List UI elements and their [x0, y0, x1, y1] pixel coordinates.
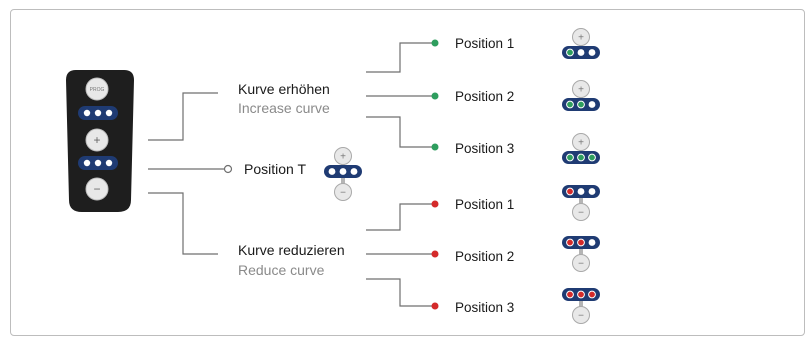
remote-led-top-3: [105, 109, 113, 117]
reduce-position-1-label: Position 1: [455, 197, 515, 212]
reduce-icon-2-minus-button: [572, 254, 590, 272]
reduce-icon-3-led-2: [577, 290, 585, 299]
reduce-icon-2-led-1: [566, 238, 574, 247]
increase-icon-3-led-2: [577, 153, 585, 162]
prog-button: [85, 77, 109, 101]
reduce-icon-2: −: [562, 236, 600, 272]
increase-icon-3-plus-button: [572, 133, 590, 151]
position-t-marker: [223, 164, 233, 174]
reduce-icon-2-led-2: [577, 238, 585, 247]
position-t-icon-led-2: [339, 168, 347, 175]
reduce-icon-3-led-1: [566, 290, 574, 299]
remote-plus-button: [85, 128, 109, 152]
connector-increase-pos3: [366, 116, 433, 148]
reduce-icon-3-stem-bottom: [579, 300, 583, 308]
increase-title-en: Increase curve: [238, 100, 330, 116]
remote-plus-symbol: +: [93, 133, 100, 147]
reduce-icon-1-stem-bottom: [579, 197, 583, 205]
reduce-title-en: Reduce curve: [238, 262, 325, 278]
remote-led-bottom-2: [94, 159, 102, 167]
connector-lines: [148, 42, 433, 307]
increase-icon-2-led-2: [577, 100, 585, 109]
reduce-icon-3-minus-button-symbol: −: [578, 311, 584, 322]
position-t-icon: +−: [324, 147, 362, 201]
increase-dot-3: [431, 143, 439, 151]
increase-icon-3: +: [562, 133, 600, 164]
increase-position-2-label: Position 2: [455, 89, 515, 104]
connector-increase-pos1: [366, 42, 433, 73]
diagram-frame: [10, 9, 805, 336]
position-t-icon-led-3: [350, 168, 358, 175]
position-t-icon-minus-button: [334, 183, 352, 201]
reduce-icon-1-minus-button: [572, 203, 590, 221]
increase-dot-2: [431, 92, 439, 100]
reduce-icon-1-led-3: [588, 188, 596, 195]
reduce-icon-3-minus-button: [572, 306, 590, 324]
reduce-dot-1: [431, 200, 439, 208]
increase-icon-2-plus-button-symbol: +: [578, 85, 584, 96]
increase-icon-1: +: [562, 28, 600, 59]
reduce-dot-2: [431, 250, 439, 258]
increase-icon-3-plus-button-symbol: +: [578, 138, 584, 149]
reduce-icon-1-led-1: [566, 187, 574, 196]
connector-reduce-pos1: [366, 203, 433, 231]
increase-icon-3-led-1: [566, 153, 574, 162]
increase-icon-1-plus-button: [572, 28, 590, 46]
reduce-dot-3: [431, 302, 439, 310]
remote-led-top-1: [83, 109, 91, 117]
reduce-end-dots: [431, 200, 439, 310]
increase-icon-2: +: [562, 80, 600, 111]
reduce-icon-1-minus-button-symbol: −: [578, 208, 584, 219]
remote-led-bottom-3: [105, 159, 113, 167]
remote-control: PROG + −: [66, 70, 134, 212]
increase-dot-1: [431, 39, 439, 47]
connector-reduce-pos3: [366, 278, 433, 307]
increase-icon-2-led-1: [566, 100, 574, 109]
reduce-icon-2-led-3: [588, 239, 596, 246]
position-t-label: Position T: [244, 161, 306, 177]
reduce-icon-3: −: [562, 288, 600, 324]
increase-icon-2-led-3: [588, 101, 596, 108]
reduce-icon-3-led-3: [588, 290, 596, 299]
reduce-position-3-label: Position 3: [455, 300, 515, 315]
reduce-icon-1: −: [562, 185, 600, 221]
increase-position-3-label: Position 3: [455, 141, 515, 156]
connector-remote-reduce: [148, 192, 218, 255]
remote-led-bottom-1: [83, 159, 91, 167]
position-t-icon-minus-button-symbol: −: [340, 188, 346, 199]
reduce-icon-2-minus-button-symbol: −: [578, 259, 584, 270]
connector-remote-increase: [148, 92, 218, 141]
position-t-icon-plus-button-symbol: +: [340, 152, 346, 163]
increase-icon-2-plus-button: [572, 80, 590, 98]
increase-icon-1-led-2: [577, 49, 585, 56]
increase-title-de: Kurve erhöhen: [238, 81, 330, 97]
increase-icon-1-led-1: [566, 48, 574, 57]
reduce-title-de: Kurve reduzieren: [238, 242, 345, 258]
position-t-icon-plus-button: [334, 147, 352, 165]
increase-icon-1-plus-button-symbol: +: [578, 33, 584, 44]
increase-icon-1-led-3: [588, 49, 596, 56]
increase-position-1-label: Position 1: [455, 36, 515, 51]
mini-device-icons: ++++−−−−: [324, 28, 600, 324]
increase-icon-3-led-3: [588, 153, 596, 162]
remote-led-top-2: [94, 109, 102, 117]
reduce-icon-2-stem-bottom: [579, 248, 583, 256]
position-t-icon-stem-bottom: [341, 177, 345, 185]
remote-minus-symbol: −: [93, 182, 100, 196]
reduce-position-2-label: Position 2: [455, 249, 515, 264]
reduce-icon-1-led-2: [577, 188, 585, 195]
prog-label: PROG: [90, 87, 105, 93]
remote-minus-button: [85, 177, 109, 201]
position-t-icon-led-1: [328, 168, 336, 175]
increase-end-dots: [431, 39, 439, 151]
